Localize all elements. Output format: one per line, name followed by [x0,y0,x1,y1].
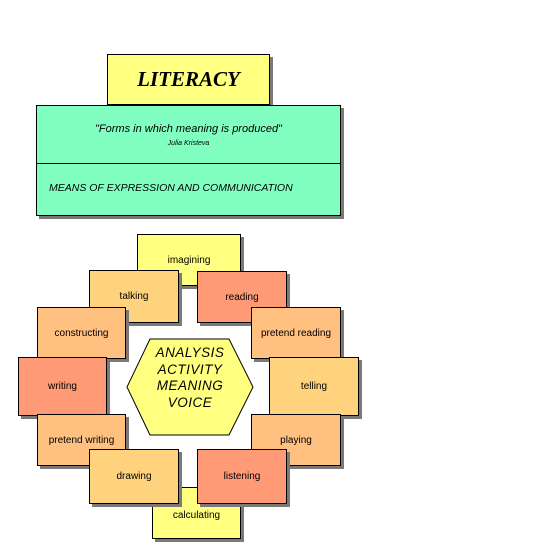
kristeva-quote: "Forms in which meaning is produced" [95,123,282,135]
activity-telling: telling [269,357,359,416]
center-meaning: MEANING [156,378,224,393]
central-concepts: ANALYSIS ACTIVITY MEANING VOICE [126,345,254,411]
activity-writing: writing [18,357,107,416]
center-voice: VOICE [167,394,213,410]
center-activity: ACTIVITY [157,361,223,377]
central-hexagon [126,338,254,436]
literacy-definition-box: "Forms in which meaning is produced" Jul… [36,105,341,216]
center-analysis: ANALYSIS [155,345,225,360]
quote-author: Julia Kristeva [167,140,210,147]
activity-pretend-reading: pretend reading [251,307,341,359]
definition-divider [37,163,340,164]
activity-constructing: constructing [37,307,126,359]
means-of-expression: MEANS OF EXPRESSION AND COMMUNICATION [49,182,293,194]
literacy-title: LITERACY [107,54,270,105]
activity-listening: listening [197,449,287,504]
activity-drawing: drawing [89,449,179,504]
